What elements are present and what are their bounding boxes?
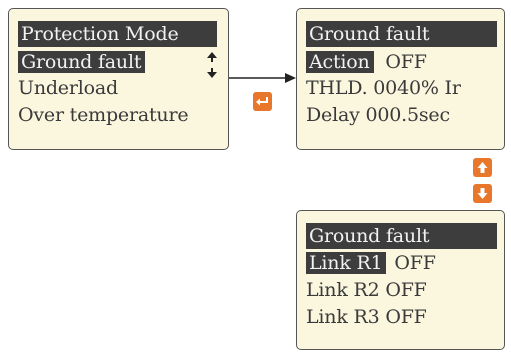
link-r1-label: Link R1 — [306, 252, 387, 274]
screen-header: Ground fault — [306, 21, 497, 47]
screen-header: Ground fault — [306, 223, 497, 249]
menu-item-underload[interactable]: Underload — [18, 77, 118, 99]
screen-header: Protection Mode — [18, 21, 217, 47]
action-label: Action — [306, 51, 374, 73]
link-r1-row[interactable]: Link R1 OFF — [306, 250, 436, 276]
link-r1-value: OFF — [394, 252, 436, 274]
menu-item-ground-fault[interactable]: Ground fault — [18, 49, 146, 75]
up-key-button[interactable] — [473, 158, 492, 177]
down-key-button[interactable] — [473, 184, 492, 203]
link-r3-row[interactable]: Link R3 OFF — [306, 306, 427, 328]
menu-item-over-temperature[interactable]: Over temperature — [18, 104, 189, 126]
up-down-arrows-icon — [207, 52, 217, 78]
menu-item-label: Ground fault — [18, 51, 146, 73]
link-r2-row[interactable]: Link R2 OFF — [306, 279, 427, 301]
down-key-icon — [477, 188, 488, 199]
enter-key-button[interactable] — [253, 92, 272, 111]
threshold-row[interactable]: THLD. 0040% Ir — [306, 77, 461, 99]
ground-fault-settings-screen: Ground fault Action OFF THLD. 0040% Ir D… — [296, 8, 505, 150]
delay-row[interactable]: Delay 000.5sec — [306, 104, 450, 126]
enter-key-icon — [256, 97, 268, 106]
protection-mode-screen: Protection Mode Ground fault Underload O… — [8, 8, 229, 150]
action-value: OFF — [385, 51, 427, 73]
action-row[interactable]: Action OFF — [306, 49, 427, 75]
up-key-icon — [477, 162, 488, 173]
ground-fault-links-screen: Ground fault Link R1 OFF Link R2 OFF Lin… — [296, 210, 505, 350]
